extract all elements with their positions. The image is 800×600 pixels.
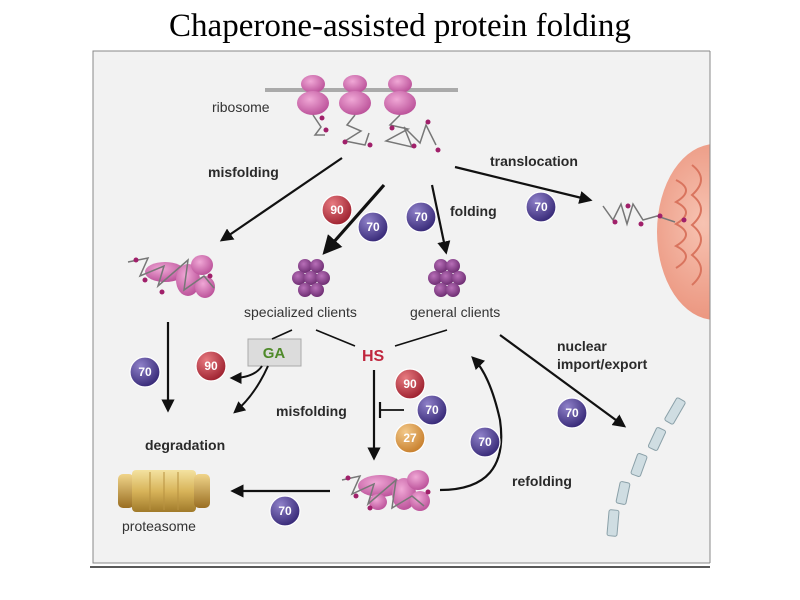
folding-label: folding: [450, 203, 497, 219]
hsp70-badge: 70: [357, 211, 389, 243]
hsp90-badge: 90: [321, 194, 353, 226]
general-clients-label: general clients: [410, 304, 500, 320]
misfolded-protein-bottom: [341, 470, 431, 511]
svg-text:90: 90: [403, 377, 417, 391]
misfolded-protein-left: [127, 255, 215, 298]
misfolding-mid-label: misfolding: [276, 403, 347, 419]
hsp90-badge: 90: [195, 350, 227, 382]
svg-text:90: 90: [330, 203, 344, 217]
hsp70-badge: 70: [405, 201, 437, 233]
svg-text:70: 70: [366, 220, 380, 234]
translocating-protein: [602, 201, 687, 227]
specialized-clients-cluster: [292, 259, 330, 297]
hsp70-badge: 70: [556, 397, 588, 429]
svg-text:90: 90: [204, 359, 218, 373]
translocation-label: translocation: [490, 153, 578, 169]
svg-text:70: 70: [478, 435, 492, 449]
proteasome-icon: [118, 470, 210, 512]
svg-text:70: 70: [278, 504, 292, 518]
ribosome-label: ribosome: [212, 99, 270, 115]
proteasome-label: proteasome: [122, 518, 196, 534]
svg-text:70: 70: [534, 200, 548, 214]
geldanamycin-box: GA: [247, 338, 302, 367]
svg-text:70: 70: [425, 403, 439, 417]
hsp70-badge: 70: [469, 426, 501, 458]
arrow-misfolding-top: [219, 157, 343, 242]
degradation-label: degradation: [145, 437, 225, 453]
page-title: Chaperone-assisted protein folding: [169, 8, 631, 44]
hsp70-badge: 70: [269, 495, 301, 527]
general-clients-cluster: [428, 259, 466, 297]
nuclear-envelope: [606, 397, 686, 537]
arrow-nuclear: [499, 334, 627, 428]
arrow-ga-to-hsp90: [229, 365, 263, 384]
arrow-ga-to-degradation: [233, 365, 269, 414]
refolding-label: refolding: [512, 473, 572, 489]
hsp90-badge: 90: [394, 368, 426, 400]
hsp70-badge: 70: [129, 356, 161, 388]
svg-text:70: 70: [565, 406, 579, 420]
hsp70-badge: 70: [525, 191, 557, 223]
arrow-refolding: [439, 356, 503, 492]
ribosome-complex: [265, 75, 458, 153]
nuclear-label-line1: nuclear: [557, 338, 607, 354]
nuclear-label-line2: import/export: [557, 356, 648, 372]
svg-text:GA: GA: [263, 345, 286, 362]
arrow-translocation: [454, 165, 593, 204]
svg-text:70: 70: [414, 210, 428, 224]
svg-text:27: 27: [403, 431, 417, 445]
heat-shock-label: HS: [362, 348, 385, 365]
specialized-clients-label: specialized clients: [244, 304, 357, 320]
misfolding-top-label: misfolding: [208, 164, 279, 180]
hsp27-badge: 27: [394, 422, 426, 454]
svg-text:70: 70: [138, 365, 152, 379]
arrow-general: [430, 184, 451, 255]
hsp70-badge: 70: [416, 394, 448, 426]
arrow-specialized: [322, 183, 386, 255]
